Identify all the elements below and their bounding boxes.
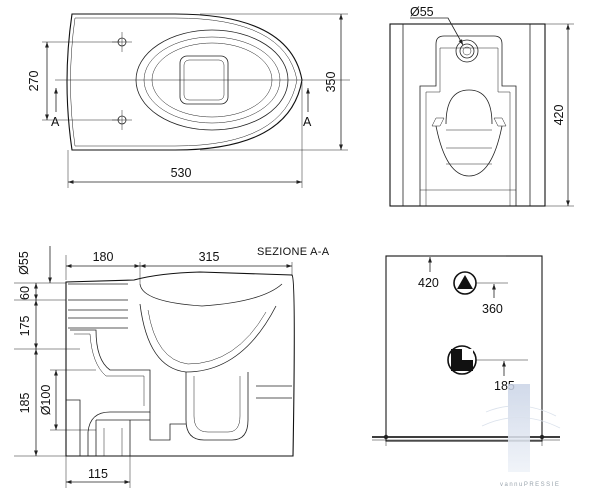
dim-label-back-420: 420 [552, 105, 566, 126]
wall-view: 420 360 185 vannuPRESSIE [372, 255, 561, 488]
dim-label-530: 530 [171, 166, 192, 180]
back-plate [389, 23, 546, 207]
dim-label-wall-420: 420 [418, 276, 439, 290]
dim-label-wall-360: 360 [482, 302, 503, 316]
section-mark-left: A [51, 115, 60, 129]
fixing-holes [112, 32, 132, 130]
bowl-outline-top [66, 13, 303, 151]
watermark-text: vannuPRESSIE [500, 482, 560, 488]
floor-line [372, 434, 560, 441]
dim-label-185: 185 [18, 393, 32, 414]
top-view: 270 A A 350 530 [27, 13, 350, 188]
section-mark-right: A [303, 115, 312, 129]
dim-label-60: 60 [18, 286, 32, 300]
dim-label-350: 350 [324, 72, 338, 93]
dim-label-270: 270 [27, 71, 41, 92]
back-view: Ø55 420 [389, 5, 574, 207]
dim-label-back-diameter: Ø55 [410, 5, 434, 19]
back-body [419, 35, 517, 206]
triangle-icon [453, 271, 477, 295]
outlet-ring [455, 39, 479, 63]
section-view: SEZIONE A-A 180 315 [14, 246, 330, 488]
leader-back-diameter [410, 17, 464, 46]
dim-label-115: 115 [88, 467, 108, 481]
square-icon [447, 345, 477, 375]
dim-label-175: 175 [18, 316, 32, 337]
section-profile [65, 271, 295, 457]
section-title: SEZIONE A-A [257, 246, 330, 258]
watermark-graphic: vannuPRESSIE [481, 384, 561, 488]
dim-label-180: 180 [93, 250, 114, 264]
dim-label-outlet: Ø100 [39, 385, 53, 416]
dim-label-315: 315 [199, 250, 220, 264]
dim-label-section-diameter: Ø55 [17, 251, 31, 275]
